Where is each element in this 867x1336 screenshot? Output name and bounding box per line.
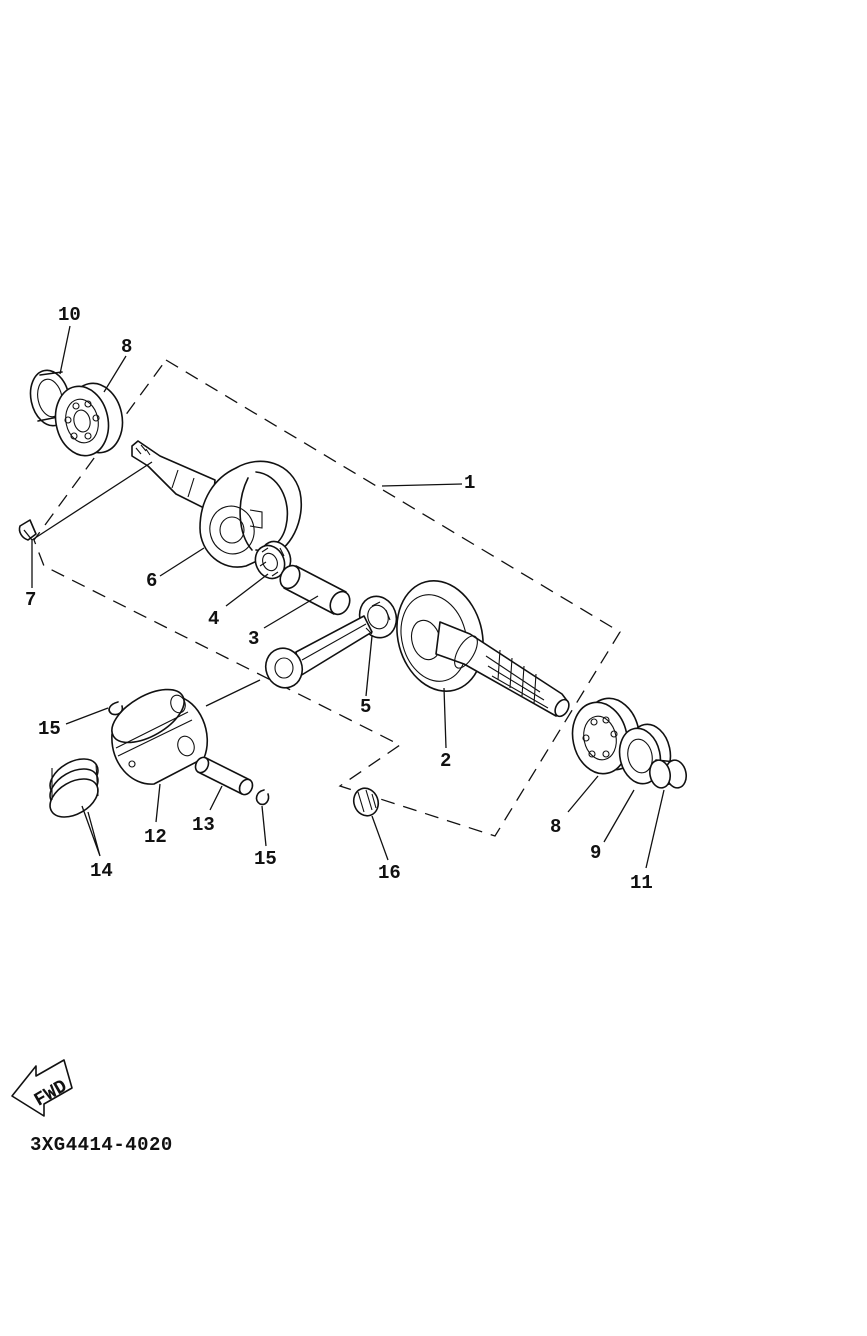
callout-7: 7 xyxy=(25,589,36,611)
drawing-code: 3XG4414-4020 xyxy=(30,1134,173,1156)
callout-8-right: 8 xyxy=(550,816,561,838)
connecting-rod xyxy=(264,595,398,689)
circlip-upper xyxy=(108,701,124,716)
assembly-boundary xyxy=(33,359,621,837)
callout-6: 6 xyxy=(146,570,157,592)
needle-bearing xyxy=(254,540,292,580)
callout-12: 12 xyxy=(144,826,167,848)
callout-8-left: 8 xyxy=(121,336,132,358)
callout-15-left: 15 xyxy=(38,718,61,740)
callout-5: 5 xyxy=(360,696,371,718)
callout-14: 14 xyxy=(90,860,113,882)
leader-lines xyxy=(23,325,665,869)
callout-9: 9 xyxy=(590,842,601,864)
collar xyxy=(648,759,688,789)
crank-half-right xyxy=(396,580,570,718)
piston-rings xyxy=(49,758,99,818)
crank-pin xyxy=(279,564,351,616)
callout-4: 4 xyxy=(208,608,219,630)
callout-13: 13 xyxy=(192,814,215,836)
callout-1: 1 xyxy=(464,472,475,494)
callout-2: 2 xyxy=(440,750,451,772)
fwd-arrow-icon: FWD xyxy=(11,1059,73,1117)
callout-10: 10 xyxy=(58,304,81,326)
woodruff-key xyxy=(18,519,37,541)
piston xyxy=(111,688,209,785)
bearing-left xyxy=(54,382,124,457)
callout-11: 11 xyxy=(630,872,653,894)
small-end-bearing xyxy=(352,787,380,817)
circlip-lower xyxy=(255,789,270,806)
callout-3: 3 xyxy=(248,628,259,650)
callout-15-right: 15 xyxy=(254,848,277,870)
callout-16: 16 xyxy=(378,862,401,884)
piston-pin xyxy=(194,756,254,796)
crank-half-left xyxy=(131,440,302,568)
